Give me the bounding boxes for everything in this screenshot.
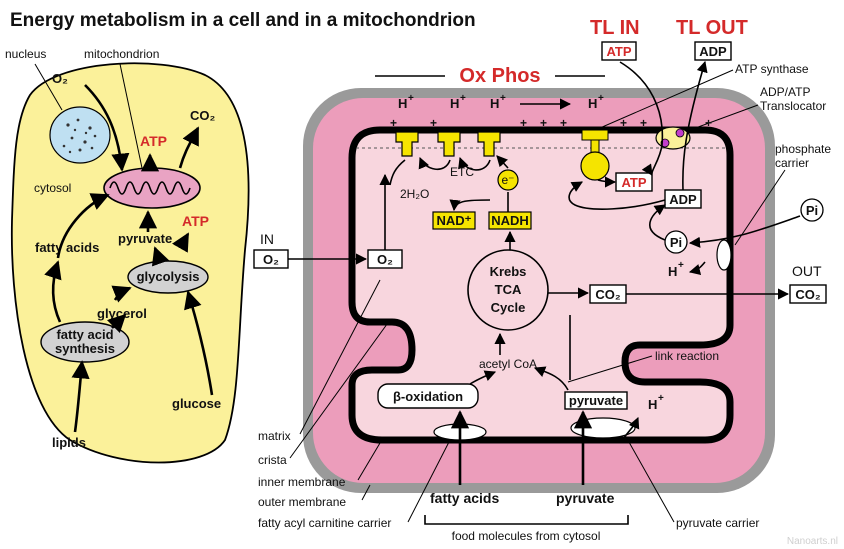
lipids-label: lipids — [52, 435, 86, 450]
atp-synthase-shape — [580, 129, 610, 181]
cell-pyruvate: pyruvate — [118, 231, 172, 246]
pyruvate-carrier-label: pyruvate carrier — [676, 516, 759, 530]
pyruvate-bottom: pyruvate — [556, 490, 615, 506]
svg-text:H: H — [398, 96, 407, 111]
svg-text:+: + — [540, 116, 547, 130]
nadh-label: NADH — [491, 213, 529, 228]
beta-ox-box — [377, 383, 479, 409]
matrix-adp-box: ADP — [669, 192, 697, 207]
krebs-label-3: Cycle — [491, 300, 526, 315]
inner-h-label: H — [668, 264, 677, 279]
svg-text:+: + — [598, 93, 604, 104]
in-label: IN — [260, 231, 274, 247]
svg-text:H: H — [450, 96, 459, 111]
krebs-label-1: Krebs — [490, 264, 527, 279]
etc-complexes — [395, 131, 501, 157]
diagram-title: Energy metabolism in a cell and in a mit… — [10, 10, 476, 31]
svg-text:H: H — [588, 96, 597, 111]
cristae-line — [109, 181, 191, 195]
cytosol-label: cytosol — [34, 181, 71, 195]
phosphate-carrier-shape — [716, 239, 732, 271]
svg-text:+: + — [640, 116, 647, 130]
fatty-acyl-label: fatty acyl carnitine carrier — [258, 516, 391, 530]
pi-outer-label: Pi — [806, 203, 818, 218]
etc-label: ETC — [450, 165, 474, 179]
matrix-label: matrix — [258, 429, 291, 443]
adp-atp-label-2: Translocator — [760, 99, 826, 113]
svg-text:+: + — [500, 93, 506, 104]
svg-text:+: + — [620, 116, 627, 130]
cell-fatty-acids: fatty acids — [35, 240, 99, 255]
beta-ox-label: β-oxidation — [393, 389, 463, 404]
mitochondrion-label: mitochondrion — [84, 47, 159, 61]
cell-panel: nucleus mitochondrion O₂ CO₂ ATP ATP cyt… — [5, 47, 250, 464]
ox-phos-label: Ox Phos — [459, 65, 540, 87]
crista-label: crista — [258, 453, 287, 467]
pi-inner-label: Pi — [670, 235, 682, 250]
matrix-atp-box: ATP — [621, 175, 646, 190]
svg-text:+: + — [430, 116, 437, 130]
outer-membrane-label: outer membrane — [258, 495, 346, 509]
pyruvate-h-label: H — [648, 397, 657, 412]
acetyl-coa-label: acetyl CoA — [479, 357, 537, 371]
glycolysis-label: glycolysis — [137, 269, 200, 284]
krebs-label-2: TCA — [495, 282, 522, 297]
co2-outside-box: CO₂ — [795, 287, 821, 302]
co2-matrix-box: CO₂ — [595, 287, 621, 302]
nad-label: NAD⁺ — [436, 213, 471, 228]
out-label: OUT — [792, 263, 822, 279]
tl-in-label: TL IN — [590, 17, 640, 39]
tl-out-label: TL OUT — [676, 17, 748, 39]
fa-synthesis-label-1: fatty acid — [56, 327, 113, 342]
plus-charges: + + + + + + + + — [390, 116, 712, 130]
krebs-cycle-circle — [467, 249, 549, 331]
cell-body — [10, 62, 250, 464]
cell-o2-label: O₂ — [52, 71, 68, 86]
mito-panel: Ox Phos TL IN TL OUT ATP ADP ATP synthas… — [253, 17, 831, 543]
inner-membrane-label: inner membrane — [258, 475, 346, 489]
phosphate-label-1: phosphate — [775, 142, 831, 156]
chromatin-dots — [62, 118, 97, 154]
o2-matrix-box: O₂ — [377, 252, 393, 267]
proton-labels: H+ H+ H+ H+ — [398, 93, 604, 111]
o2-outside-box: O₂ — [263, 252, 279, 267]
svg-text:+: + — [705, 116, 712, 130]
nucleus-shape — [49, 106, 111, 164]
cell-co2-label: CO₂ — [190, 108, 216, 123]
svg-text:H: H — [490, 96, 499, 111]
svg-text:+: + — [390, 116, 397, 130]
adp-atp-label-1: ADP/ATP — [760, 85, 810, 99]
fatty-acids-bottom: fatty acids — [430, 490, 499, 506]
pyruvate-h-plus: + — [658, 393, 664, 404]
svg-text:+: + — [520, 116, 527, 130]
inner-h-plus: + — [678, 260, 684, 271]
svg-text:+: + — [560, 116, 567, 130]
pyruvate-matrix-box: pyruvate — [569, 393, 623, 408]
electron-label: e⁻ — [501, 173, 514, 187]
cell-atp-mid: ATP — [182, 213, 209, 229]
tl-adp-box: ADP — [699, 44, 727, 59]
link-reaction-label: link reaction — [655, 349, 719, 363]
h2o-label: 2H₂O — [400, 187, 429, 201]
fa-synthesis-label-2: synthesis — [55, 341, 115, 356]
food-molecules-label: food molecules from cytosol — [452, 529, 601, 543]
glucose-label: glucose — [172, 396, 221, 411]
phosphate-label-2: carrier — [775, 156, 809, 170]
watermark: Nanoarts.nl — [787, 536, 838, 547]
atp-synthase-label: ATP synthase — [735, 62, 809, 76]
svg-text:+: + — [408, 93, 414, 104]
nucleus-label: nucleus — [5, 47, 46, 61]
svg-text:+: + — [460, 93, 466, 104]
tl-atp-box: ATP — [606, 44, 631, 59]
cell-atp-top: ATP — [140, 133, 167, 149]
